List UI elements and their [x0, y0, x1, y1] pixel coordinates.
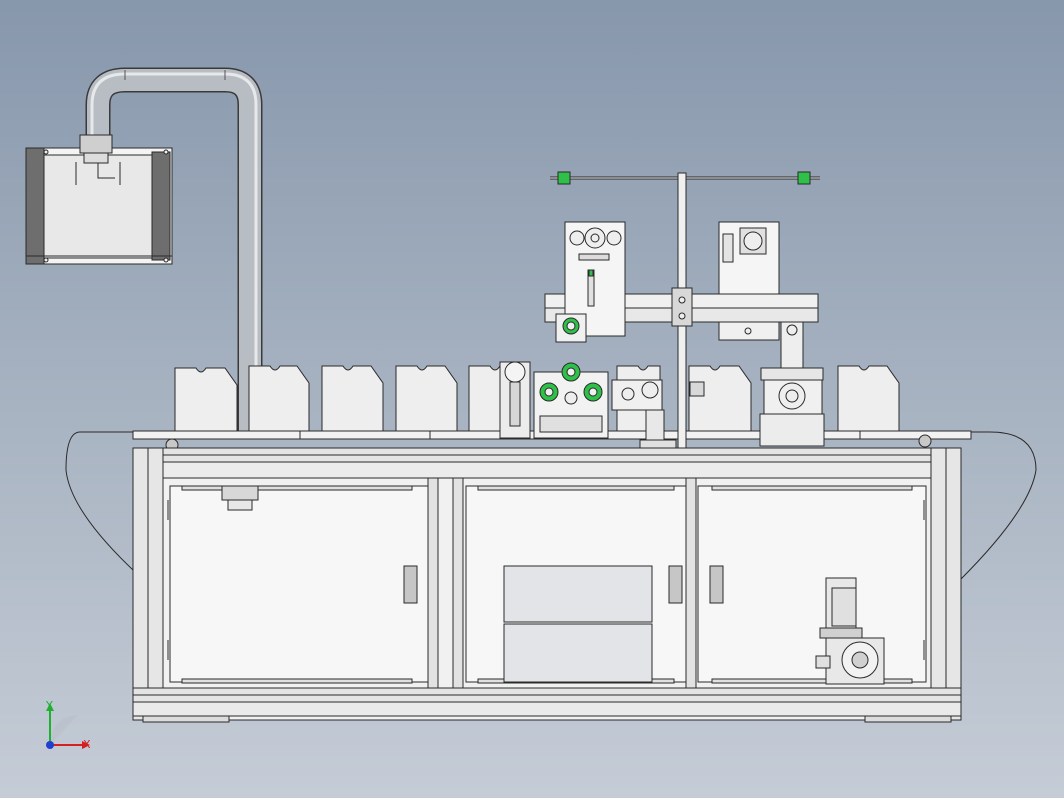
y-axis-label: Y	[46, 699, 53, 712]
feeder-panel	[555, 221, 626, 343]
exhaust-duct	[85, 67, 263, 432]
triad-graphic	[46, 703, 90, 749]
motor-panel	[718, 221, 780, 341]
x-axis-label: X	[83, 738, 91, 751]
control-box	[503, 565, 653, 683]
cutter-station	[611, 379, 705, 449]
wire-station	[499, 361, 609, 439]
press-head	[759, 321, 825, 447]
small-bracket	[221, 485, 259, 511]
dust-collector-box	[25, 134, 173, 265]
servo-gearmotor	[815, 577, 885, 685]
conveyor-belt	[65, 431, 1037, 581]
